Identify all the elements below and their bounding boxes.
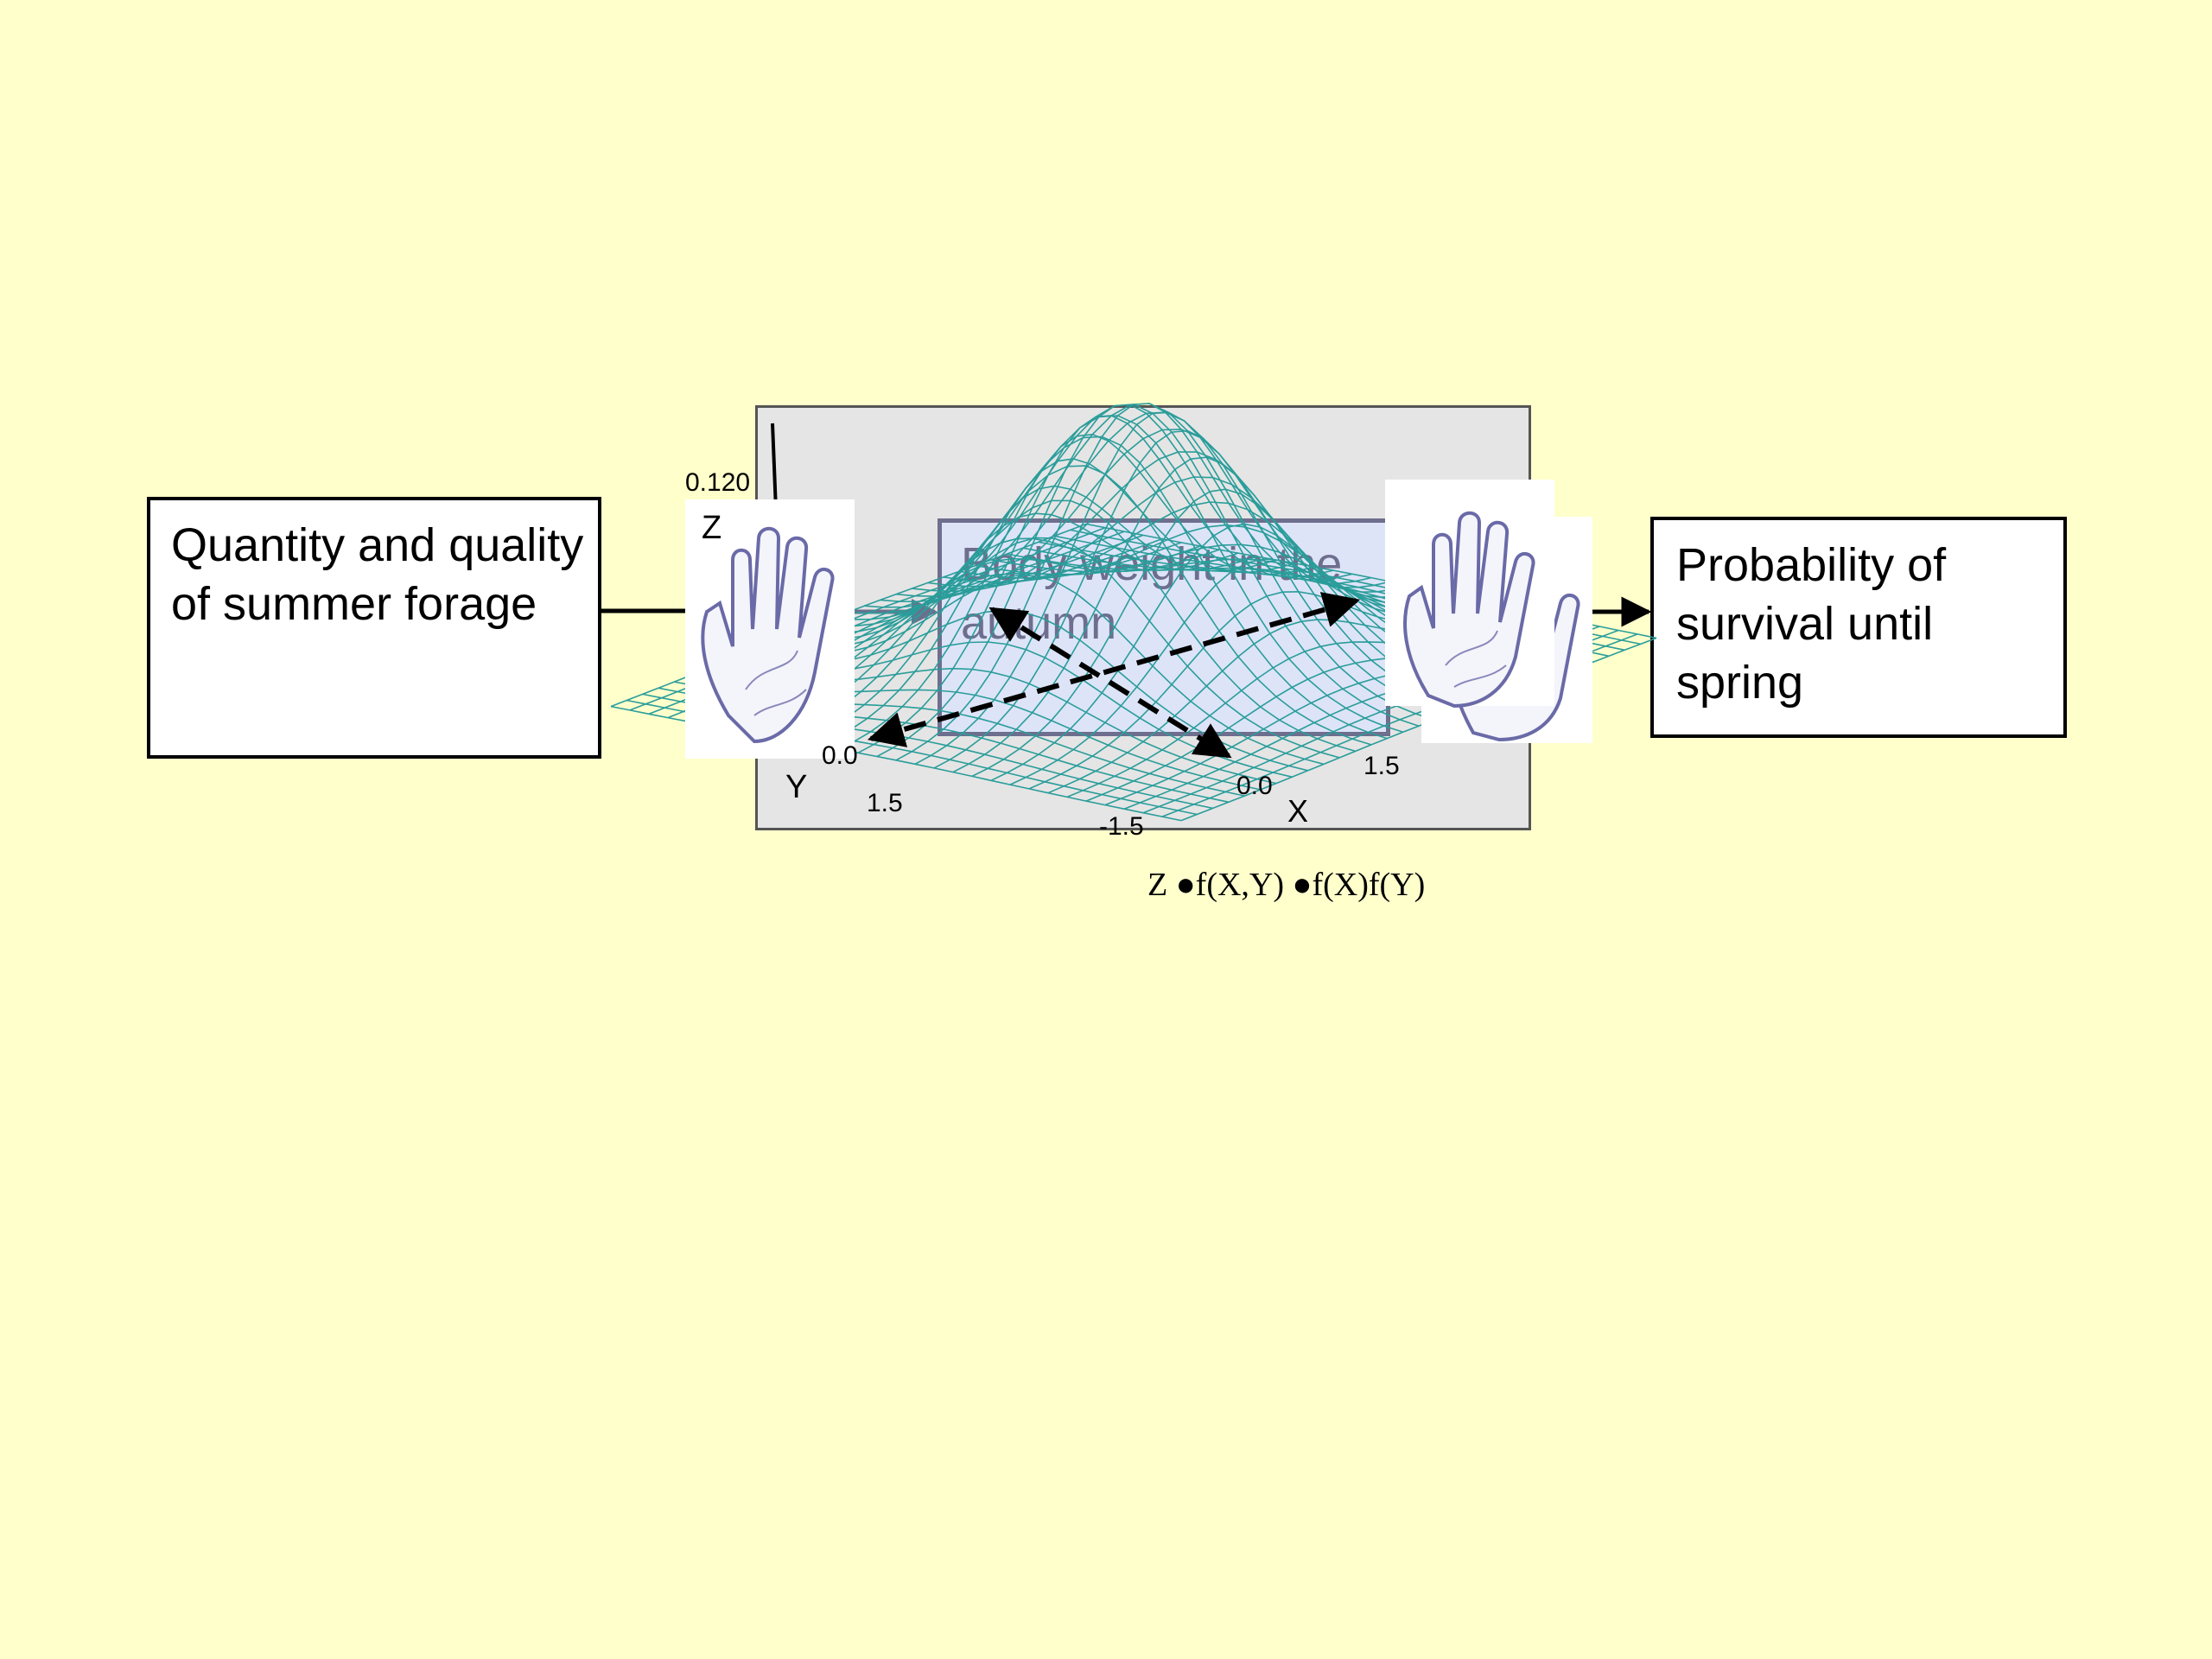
dashed-arrow-b bbox=[988, 607, 1232, 759]
survival-box: Probability of survival until spring bbox=[1650, 517, 2067, 738]
mesh-line bbox=[857, 415, 1334, 754]
forage-box: Quantity and quality of summer forage bbox=[147, 497, 601, 759]
y-tick-1: 1.5 bbox=[867, 789, 903, 817]
hand-icon bbox=[1385, 480, 1554, 709]
x-tick-neg: -1.5 bbox=[1099, 812, 1144, 841]
mesh-line bbox=[819, 458, 1296, 747]
z-tick-top: 0.120 bbox=[685, 468, 751, 497]
x-axis-label: X bbox=[1287, 793, 1309, 829]
z-axis-label: Z bbox=[702, 510, 722, 546]
y-axis-label: Y bbox=[785, 769, 808, 805]
mesh-line bbox=[933, 429, 1410, 769]
x-tick-0: 0.0 bbox=[1236, 772, 1273, 800]
independence-formula: Z ●f(X,Y) ●f(X)f(Y) bbox=[1147, 867, 1426, 903]
forage-label: Quantity and quality of summer forage bbox=[171, 519, 584, 630]
y-tick-0: 0.0 bbox=[822, 741, 858, 770]
survival-label: Probability of survival until spring bbox=[1676, 539, 1947, 709]
x-tick-1: 1.5 bbox=[1363, 752, 1400, 780]
hand-icon bbox=[685, 499, 855, 759]
mesh-line bbox=[971, 488, 1448, 778]
